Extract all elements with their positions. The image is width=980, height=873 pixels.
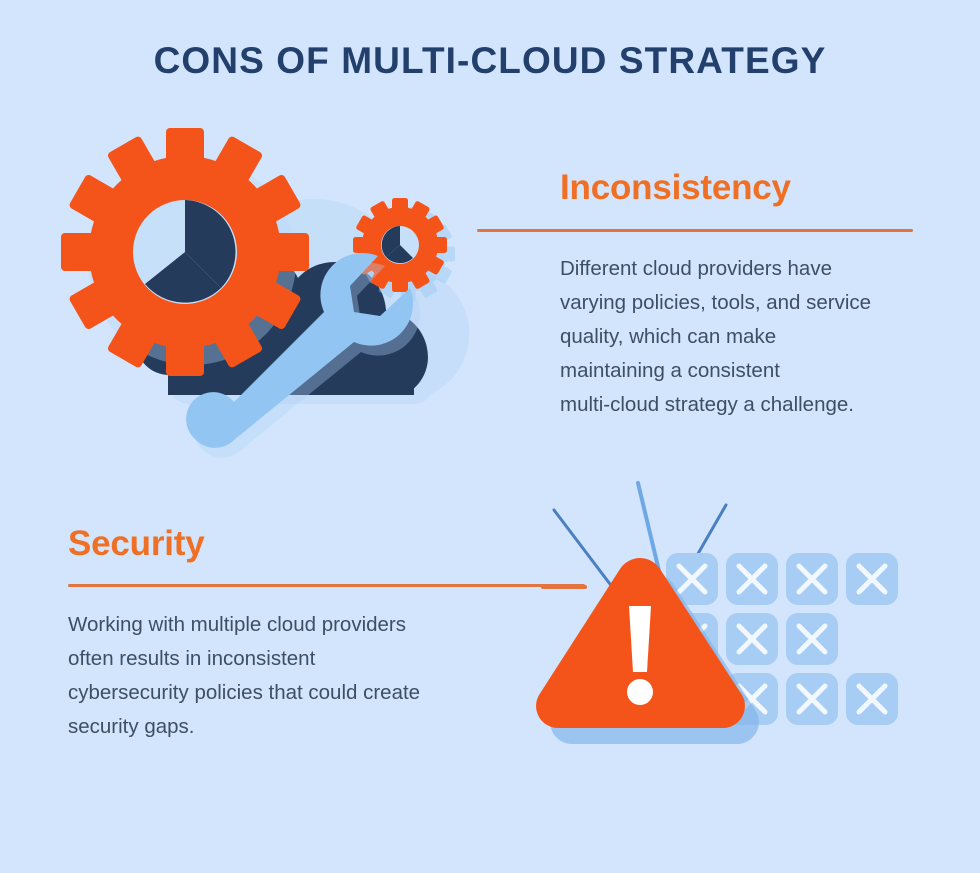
body-line: security gaps. bbox=[68, 715, 195, 738]
small-gear bbox=[353, 198, 455, 301]
body-line: varying policies, tools, and service bbox=[560, 291, 872, 314]
section-heading-security: Security bbox=[68, 524, 205, 563]
error-tile bbox=[726, 613, 778, 665]
error-tile bbox=[786, 553, 838, 605]
wrench-icon bbox=[186, 252, 421, 458]
error-tile bbox=[726, 553, 778, 605]
warning-triangle bbox=[536, 558, 759, 744]
large-gear bbox=[61, 128, 309, 376]
page-title: CONS OF MULTI-CLOUD STRATEGY bbox=[153, 40, 827, 81]
section-divider-security bbox=[68, 584, 585, 587]
body-line: maintaining a consistent bbox=[560, 359, 780, 382]
body-line: quality, which can make bbox=[560, 325, 777, 348]
body-line: Different cloud providers have bbox=[560, 257, 832, 280]
body-line: often results in inconsistent bbox=[68, 647, 316, 670]
cloud-gears-wrench-icon bbox=[50, 110, 490, 485]
error-tile bbox=[666, 553, 718, 605]
section-divider-inconsistency bbox=[477, 229, 913, 232]
error-tile bbox=[846, 673, 898, 725]
error-tile bbox=[786, 673, 838, 725]
section-body-security: Working with multiple cloud providers of… bbox=[68, 608, 498, 744]
warning-triangle-error-grid-icon bbox=[530, 470, 930, 785]
body-line: Working with multiple cloud providers bbox=[68, 613, 407, 636]
body-line: cybersecurity policies that could create bbox=[68, 681, 421, 704]
section-heading-inconsistency: Inconsistency bbox=[560, 168, 791, 207]
section-body-inconsistency: Different cloud providers have varying p… bbox=[560, 252, 940, 422]
exclamation-mark bbox=[627, 606, 653, 705]
error-tile bbox=[846, 553, 898, 605]
error-tile bbox=[786, 613, 838, 665]
body-line: multi-cloud strategy a challenge. bbox=[560, 393, 854, 416]
